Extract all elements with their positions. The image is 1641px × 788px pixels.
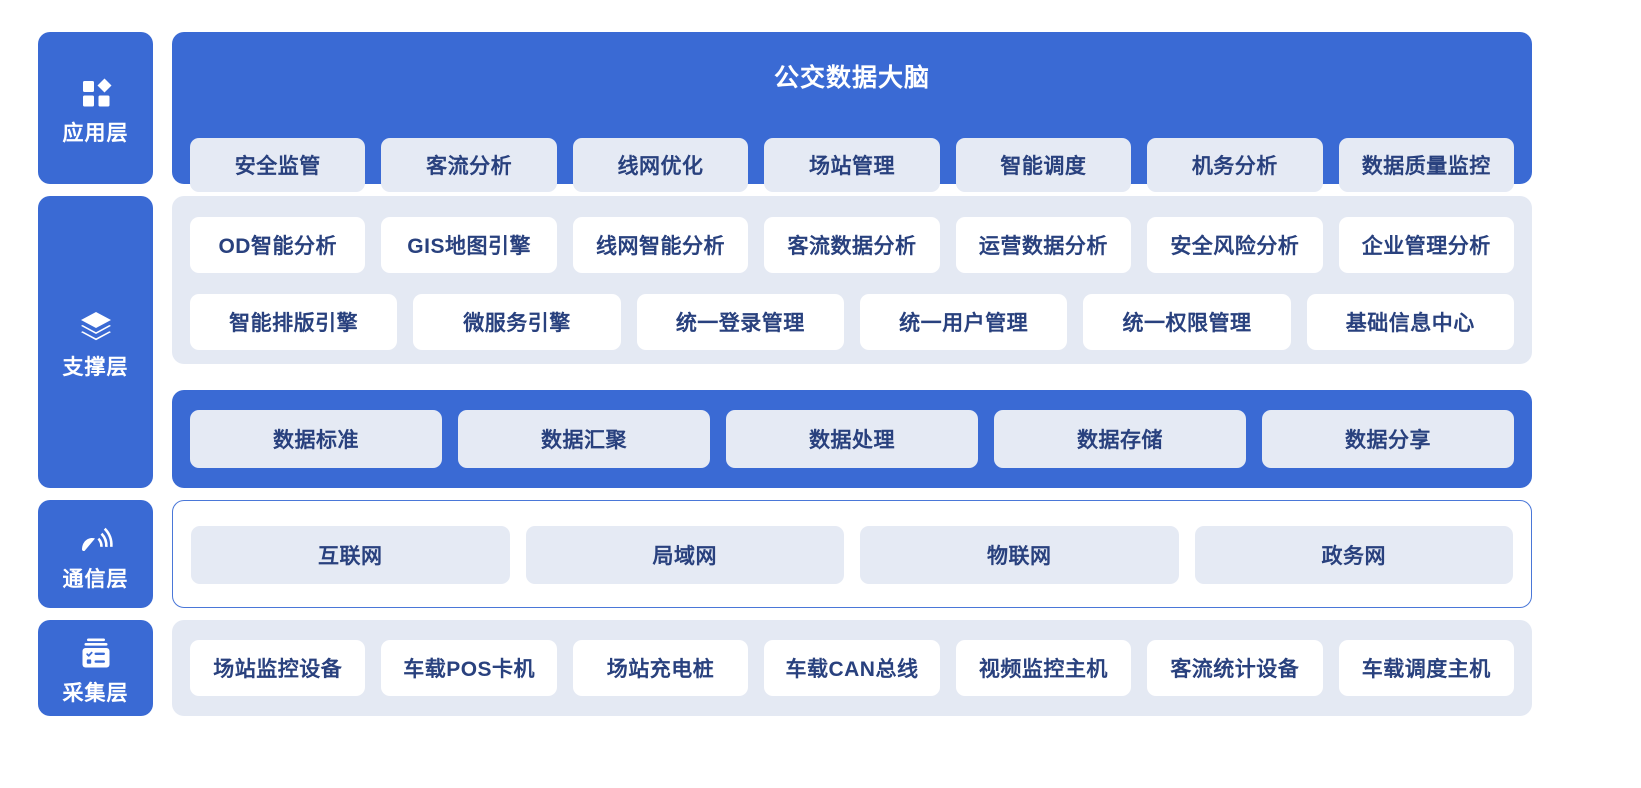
app-item-maintenance-analysis[interactable]: 机务分析 [1147, 138, 1323, 192]
comm-item-internet[interactable]: 互联网 [191, 526, 510, 584]
collection-layer-panel: 场站监控设备 车载POS卡机 场站充电桩 车载CAN总线 视频监控主机 客流统计… [172, 620, 1532, 716]
application-layer-item-row: 安全监管 客流分析 线网优化 场站管理 智能调度 机务分析 数据质量监控 [172, 138, 1532, 192]
app-item-security[interactable]: 安全监管 [190, 138, 366, 192]
sidebar-label-collection-layer: 采集层 [62, 681, 129, 705]
app-item-station-management[interactable]: 场站管理 [764, 138, 940, 192]
support-item-network-analysis[interactable]: 线网智能分析 [572, 217, 749, 273]
support-item-unified-permission-management[interactable]: 统一权限管理 [1083, 294, 1291, 350]
collect-item-station-monitoring-device[interactable]: 场站监控设备 [190, 640, 366, 696]
sidebar-item-support-layer[interactable]: 支撑层 [38, 196, 153, 488]
app-item-network-optimization[interactable]: 线网优化 [572, 138, 749, 192]
support-item-safety-risk-analysis[interactable]: 安全风险分析 [1147, 217, 1323, 273]
support-item-microservice-engine[interactable]: 微服务引擎 [413, 294, 621, 350]
support-item-enterprise-management-analysis[interactable]: 企业管理分析 [1338, 217, 1514, 273]
data-item-processing[interactable]: 数据处理 [726, 410, 978, 468]
app-item-data-quality-monitor[interactable]: 数据质量监控 [1338, 138, 1514, 192]
app-grid-icon [76, 73, 116, 113]
support-item-basic-info-center[interactable]: 基础信息中心 [1306, 294, 1514, 350]
data-item-aggregation[interactable]: 数据汇聚 [458, 410, 710, 468]
sidebar-label-communication-layer: 通信层 [62, 567, 129, 591]
sidebar-item-collection-layer[interactable]: 采集层 [38, 620, 153, 716]
support-item-smart-layout-engine[interactable]: 智能排版引擎 [190, 294, 398, 350]
app-item-passenger-flow[interactable]: 客流分析 [381, 138, 557, 192]
sidebar-item-communication-layer[interactable]: 通信层 [38, 500, 153, 608]
collect-item-onboard-dispatch-host[interactable]: 车载调度主机 [1338, 640, 1514, 696]
checklist-card-icon [76, 633, 116, 673]
comm-item-iot[interactable]: 物联网 [860, 526, 1179, 584]
collect-item-video-monitor-host[interactable]: 视频监控主机 [955, 640, 1132, 696]
collect-item-passenger-count-device[interactable]: 客流统计设备 [1147, 640, 1323, 696]
collect-item-charging-pile[interactable]: 场站充电桩 [572, 640, 749, 696]
data-item-standard[interactable]: 数据标准 [190, 410, 442, 468]
app-item-smart-dispatch[interactable]: 智能调度 [955, 138, 1132, 192]
collection-layer-item-row: 场站监控设备 车载POS卡机 场站充电桩 车载CAN总线 视频监控主机 客流统计… [172, 640, 1532, 696]
support-item-od-analysis[interactable]: OD智能分析 [190, 217, 366, 273]
support-layer-panel: OD智能分析 GIS地图引擎 线网智能分析 客流数据分析 运营数据分析 安全风险… [172, 196, 1532, 364]
support-item-unified-user-management[interactable]: 统一用户管理 [859, 294, 1068, 350]
sidebar-label-application-layer: 应用层 [62, 121, 129, 145]
data-item-sharing[interactable]: 数据分享 [1262, 410, 1514, 468]
communication-layer-panel: 互联网 局域网 物联网 政务网 [172, 500, 1532, 608]
satellite-signal-icon [76, 519, 116, 559]
communication-layer-item-row: 互联网 局域网 物联网 政务网 [173, 526, 1531, 584]
sidebar-item-application-layer[interactable]: 应用层 [38, 32, 153, 184]
support-item-gis-engine[interactable]: GIS地图引擎 [381, 217, 557, 273]
data-band-item-row: 数据标准 数据汇聚 数据处理 数据存储 数据分享 [172, 410, 1532, 468]
data-item-storage[interactable]: 数据存储 [994, 410, 1246, 468]
support-layer-row-one: OD智能分析 GIS地图引擎 线网智能分析 客流数据分析 运营数据分析 安全风险… [172, 217, 1532, 273]
collect-item-onboard-can-bus[interactable]: 车载CAN总线 [764, 640, 940, 696]
support-layer-row-two: 智能排版引擎 微服务引擎 统一登录管理 统一用户管理 统一权限管理 基础信息中心 [172, 294, 1532, 350]
support-item-unified-login[interactable]: 统一登录管理 [636, 294, 844, 350]
data-band-panel: 数据标准 数据汇聚 数据处理 数据存储 数据分享 [172, 390, 1532, 488]
sidebar-label-support-layer: 支撑层 [62, 355, 129, 379]
collect-item-onboard-pos[interactable]: 车载POS卡机 [381, 640, 557, 696]
comm-item-lan[interactable]: 局域网 [525, 526, 844, 584]
page-title: 公交数据大脑 [773, 64, 930, 92]
layers-stack-icon [76, 307, 116, 347]
application-layer-panel: 公交数据大脑 安全监管 客流分析 线网优化 场站管理 智能调度 机务分析 数据质… [172, 32, 1532, 192]
support-item-operation-data-analysis[interactable]: 运营数据分析 [955, 217, 1132, 273]
support-item-passenger-data-analysis[interactable]: 客流数据分析 [764, 217, 940, 273]
comm-item-government-network[interactable]: 政务网 [1194, 526, 1513, 584]
